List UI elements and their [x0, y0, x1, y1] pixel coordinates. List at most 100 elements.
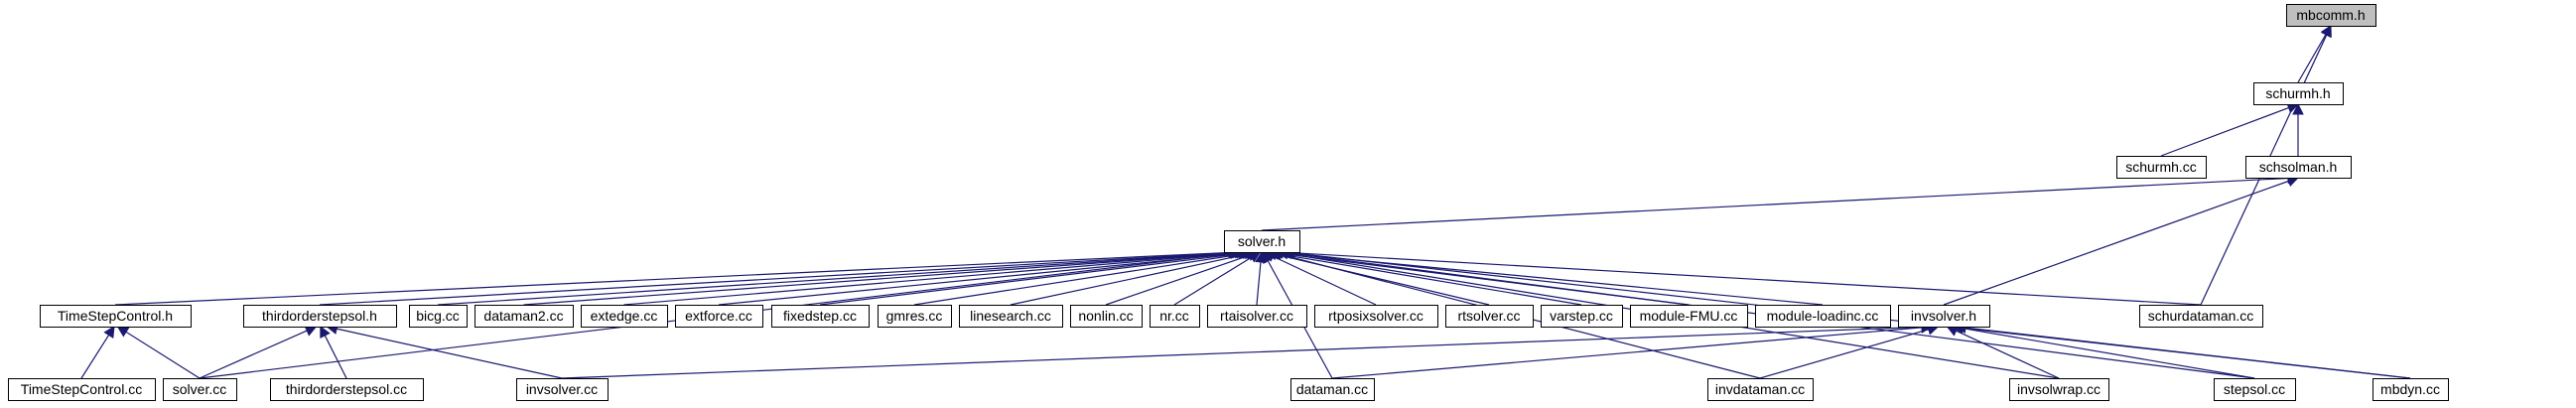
node-label: schurdataman.cc: [2148, 308, 2254, 324]
edge-dataman_cc-to-invsolver_h: [1331, 322, 1934, 379]
edge-TimeStepControl_h-to-solver_h: [114, 246, 1241, 306]
node-gmres-cc[interactable]: gmres.cc: [878, 305, 952, 328]
node-label: extedge.cc: [591, 308, 658, 324]
node-box: [163, 378, 237, 401]
node-thirdorderstepsol-h[interactable]: thirdorderstepsol.h: [243, 305, 397, 328]
node-box: [771, 305, 870, 328]
node-nonlin-cc[interactable]: nonlin.cc: [1070, 305, 1143, 328]
node-label: invsolver.h: [1911, 308, 1976, 324]
edge-thirdorderstepsol_cc-to-thirdorderstepsol_h: [320, 326, 347, 379]
node-box: [675, 305, 763, 328]
edge-solver_cc-to-thirdorderstepsol_h: [199, 325, 318, 379]
node-module-FMU-cc[interactable]: module-FMU.cc: [1630, 305, 1748, 328]
node-rtposixsolver-cc[interactable]: rtposixsolver.cc: [1314, 305, 1438, 328]
node-label: invdataman.cc: [1715, 381, 1805, 397]
node-box: [1755, 305, 1891, 328]
node-rtaisolver-cc[interactable]: rtaisolver.cc: [1207, 305, 1307, 328]
node-box: [959, 305, 1063, 328]
node-box: [1898, 305, 1990, 328]
node-label: schsolman.h: [2259, 159, 2338, 175]
node-stepsol-cc[interactable]: stepsol.cc: [2214, 378, 2296, 401]
node-box: [516, 378, 609, 401]
node-label: thirdorderstepsol.h: [262, 308, 377, 324]
node-label: rtaisolver.cc: [1220, 308, 1293, 324]
node-box: [1541, 305, 1623, 328]
node-box: [1707, 378, 1814, 401]
node-label: invsolwrap.cc: [2017, 381, 2101, 397]
node-label: linesearch.cc: [970, 308, 1051, 324]
node-mbcomm-h[interactable]: mbcomm.h: [2286, 4, 2376, 27]
node-extforce-cc[interactable]: extforce.cc: [675, 305, 763, 328]
node-label: extforce.cc: [685, 308, 752, 324]
node-label: invsolver.cc: [526, 381, 598, 397]
node-rtsolver-cc[interactable]: rtsolver.cc: [1445, 305, 1534, 328]
node-box: [243, 305, 397, 328]
node-nr-cc[interactable]: nr.cc: [1150, 305, 1200, 328]
node-fixedstep-cc[interactable]: fixedstep.cc: [771, 305, 870, 328]
node-schsolman-h[interactable]: schsolman.h: [2245, 156, 2352, 179]
node-solver-cc[interactable]: solver.cc: [163, 378, 237, 401]
node-invsolver-h[interactable]: invsolver.h: [1898, 305, 1990, 328]
node-box: [2245, 156, 2352, 179]
node-dataman-cc[interactable]: dataman.cc: [1290, 378, 1375, 401]
edge-invsolwrap_cc-to-invsolver_h: [1946, 326, 2060, 379]
node-box: [1314, 305, 1438, 328]
node-invsolver-cc[interactable]: invsolver.cc: [516, 378, 609, 401]
node-TimeStepControl-cc[interactable]: TimeStepControl.cc: [8, 378, 156, 401]
node-label: schurmh.cc: [2125, 159, 2197, 175]
node-TimeStepControl-h[interactable]: TimeStepControl.h: [40, 305, 192, 328]
node-box: [1630, 305, 1748, 328]
node-box: [2009, 378, 2109, 401]
node-box: [2214, 378, 2296, 401]
node-label: rtposixsolver.cc: [1328, 308, 1424, 324]
node-label: schurmh.h: [2265, 85, 2330, 101]
edge-bicg_cc-to-solver_h: [437, 246, 1247, 306]
node-label: solver.cc: [173, 381, 226, 397]
node-label: varstep.cc: [1550, 308, 1613, 324]
edge-solver_h-to-schsolman_h: [1261, 172, 2300, 231]
node-schurmh-cc[interactable]: schurmh.cc: [2116, 156, 2207, 179]
node-label: fixedstep.cc: [783, 308, 857, 324]
edge-thirdorderstepsol_h-to-solver_h: [319, 246, 1245, 306]
node-box: [2373, 378, 2449, 401]
node-label: gmres.cc: [886, 308, 943, 324]
node-solver-h[interactable]: solver.h: [1224, 230, 1300, 253]
node-label: stepsol.cc: [2224, 381, 2285, 397]
edge-solver_cc-to-TimeStepControl_h: [116, 326, 201, 379]
node-linesearch-cc[interactable]: linesearch.cc: [959, 305, 1063, 328]
node-box: [40, 305, 192, 328]
node-box: [8, 378, 156, 401]
node-box: [409, 305, 468, 328]
node-mbdyn-cc[interactable]: mbdyn.cc: [2373, 378, 2449, 401]
node-bicg-cc[interactable]: bicg.cc: [409, 305, 468, 328]
node-box: [2253, 82, 2344, 105]
node-box: [1224, 230, 1300, 253]
node-dataman2-cc[interactable]: dataman2.cc: [475, 305, 574, 328]
node-module-loadinc-cc[interactable]: module-loadinc.cc: [1755, 305, 1891, 328]
edge-schurdataman_cc-to-solver_h: [1279, 246, 2202, 306]
node-box: [475, 305, 574, 328]
graph-nodes: mbcomm.h schurmh.h schurmh.cc schsolman.h so…: [8, 4, 2449, 401]
node-invdataman-cc[interactable]: invdataman.cc: [1707, 378, 1814, 401]
node-label: nr.cc: [1159, 308, 1189, 324]
node-extedge-cc[interactable]: extedge.cc: [581, 305, 668, 328]
node-label: mbcomm.h: [2296, 7, 2365, 23]
node-box: [1207, 305, 1307, 328]
node-label: nonlin.cc: [1078, 308, 1133, 324]
node-varstep-cc[interactable]: varstep.cc: [1541, 305, 1623, 328]
node-schurdataman-cc[interactable]: schurdataman.cc: [2139, 305, 2263, 328]
node-label: solver.h: [1238, 233, 1286, 249]
node-label: module-loadinc.cc: [1767, 308, 1879, 324]
node-box: [1290, 378, 1375, 401]
node-thirdorderstepsol-cc[interactable]: thirdorderstepsol.cc: [270, 378, 424, 401]
edge-invsolver_h-to-schsolman_h: [1943, 176, 2300, 306]
node-label: mbdyn.cc: [2380, 381, 2440, 397]
node-box: [581, 305, 668, 328]
node-schurmh-h[interactable]: schurmh.h: [2253, 82, 2344, 105]
edge-invsolver_cc-to-thirdorderstepsol_h: [326, 323, 563, 379]
node-box: [270, 378, 424, 401]
node-label: TimeStepControl.h: [58, 308, 173, 324]
node-invsolwrap-cc[interactable]: invsolwrap.cc: [2009, 378, 2109, 401]
edge-TimeStepControl_cc-to-TimeStepControl_h: [80, 326, 115, 379]
